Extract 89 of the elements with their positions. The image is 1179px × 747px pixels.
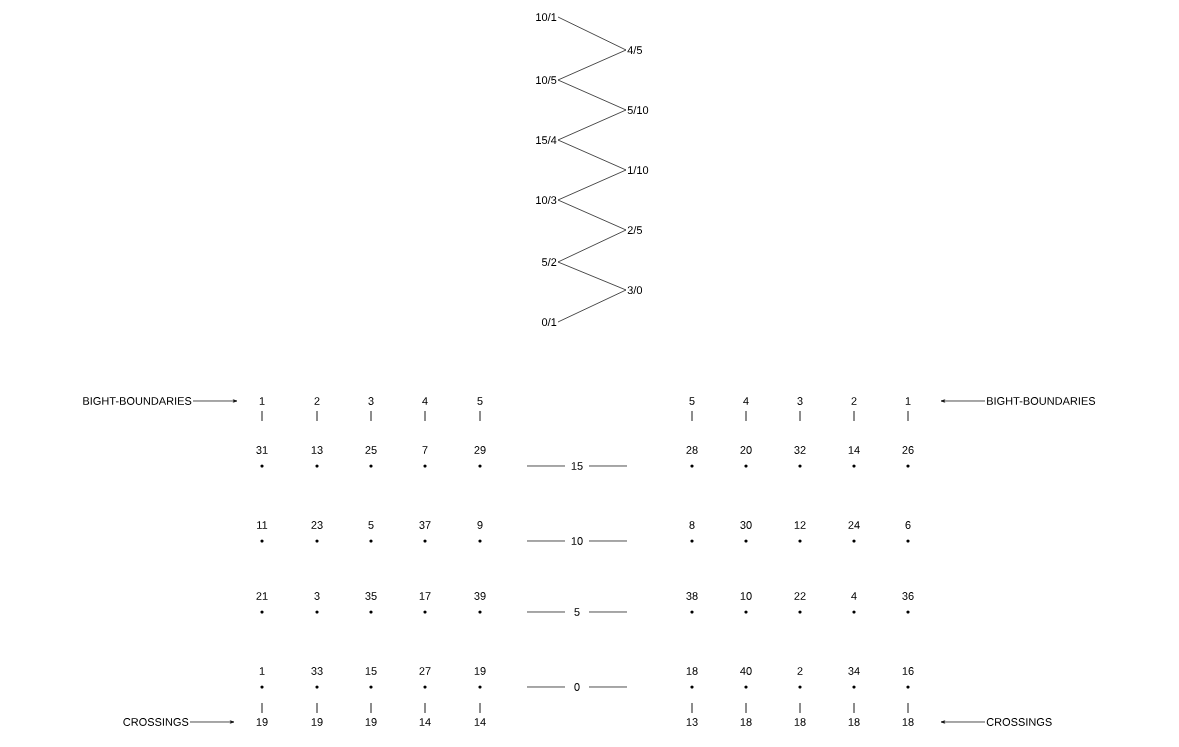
text-label: BIGHT-BOUNDARIES <box>83 397 192 405</box>
text-label: 10/1 <box>536 12 557 22</box>
text-label: BIGHT-BOUNDARIES <box>987 397 1096 405</box>
number-label: 33 <box>311 667 323 675</box>
text-label: 5/2 <box>541 257 557 267</box>
number-label: 10 <box>740 592 752 600</box>
number-label: 6 <box>905 521 911 529</box>
number-label: 31 <box>256 446 268 454</box>
number-label: 4 <box>743 397 749 405</box>
number-label: 22 <box>794 592 806 600</box>
connector-line <box>557 79 627 111</box>
number-label: 20 <box>740 446 752 454</box>
text-label: CROSSINGS <box>123 718 189 726</box>
number-label: 12 <box>794 521 806 529</box>
number-label: 19 <box>365 718 377 726</box>
number-label: 13 <box>686 718 698 726</box>
number-label: 4 <box>851 592 857 600</box>
number-label: 1 <box>259 667 265 675</box>
connector-line <box>940 399 986 403</box>
number-label: 37 <box>419 521 431 529</box>
number-label: 14 <box>474 718 486 726</box>
number-label: 19 <box>474 667 486 675</box>
number-label: 30 <box>740 521 752 529</box>
number-label: 2 <box>797 667 803 675</box>
number-label: 14 <box>419 718 431 726</box>
connector-line <box>557 139 627 171</box>
number-label: 5 <box>368 521 374 529</box>
connector-line <box>557 261 627 291</box>
number-label: 23 <box>311 521 323 529</box>
number-label: 28 <box>686 446 698 454</box>
number-label: 9 <box>477 521 483 529</box>
number-label: 19 <box>311 718 323 726</box>
number-label: 40 <box>740 667 752 675</box>
number-label: 2 <box>314 397 320 405</box>
number-label: 19 <box>256 718 268 726</box>
number-label: 18 <box>794 718 806 726</box>
number-label: 13 <box>311 446 323 454</box>
number-label: 5 <box>477 397 483 405</box>
number-label: 27 <box>419 667 431 675</box>
connector-line <box>557 16 627 51</box>
number-label: 1 <box>259 397 265 405</box>
number-label: 3 <box>368 397 374 405</box>
text-label: 3/0 <box>627 285 643 295</box>
number-label: 38 <box>686 592 698 600</box>
number-label: 18 <box>686 667 698 675</box>
connector-line <box>557 289 627 323</box>
number-label: 18 <box>848 718 860 726</box>
connector-line <box>557 109 627 141</box>
number-label: 14 <box>848 446 860 454</box>
number-label: 15 <box>365 667 377 675</box>
connector-line <box>557 199 627 231</box>
number-label: 1 <box>905 397 911 405</box>
text-label: 15/4 <box>536 135 557 145</box>
connector-line <box>192 399 238 403</box>
number-label: 17 <box>419 592 431 600</box>
text-label: 1/10 <box>628 165 649 175</box>
connector-line <box>940 720 986 724</box>
connector-line <box>189 720 235 724</box>
number-label: 18 <box>740 718 752 726</box>
connector-line <box>557 49 627 81</box>
number-label: 16 <box>902 667 914 675</box>
connector-line <box>557 169 627 201</box>
number-label: 8 <box>689 521 695 529</box>
text-label: 5/10 <box>627 105 649 115</box>
number-label: 21 <box>256 592 268 600</box>
number-label: 3 <box>797 397 803 405</box>
number-label: 29 <box>474 446 486 454</box>
text-label: 10/5 <box>536 75 557 85</box>
number-label: 35 <box>365 592 377 600</box>
number-label: 3 <box>314 592 320 600</box>
number-label: 4 <box>422 397 428 405</box>
text-label: CROSSINGS <box>986 718 1052 726</box>
number-label: 34 <box>848 667 860 675</box>
number-label: 36 <box>902 592 914 600</box>
connector-line <box>557 229 627 263</box>
number-label: 18 <box>902 718 914 726</box>
number-label: 26 <box>902 446 914 454</box>
text-label: 2/5 <box>627 225 642 235</box>
number-label: 7 <box>422 446 428 454</box>
number-label: 24 <box>848 521 860 529</box>
number-label: 39 <box>474 592 486 600</box>
number-label: 11 <box>257 521 268 529</box>
number-label: 32 <box>794 446 806 454</box>
number-label: 2 <box>851 397 857 405</box>
text-label: 10/3 <box>536 195 557 205</box>
number-label: 5 <box>689 397 695 405</box>
number-label: 25 <box>365 446 377 454</box>
text-label: 0/1 <box>541 317 557 327</box>
text-label: 4/5 <box>627 45 642 55</box>
